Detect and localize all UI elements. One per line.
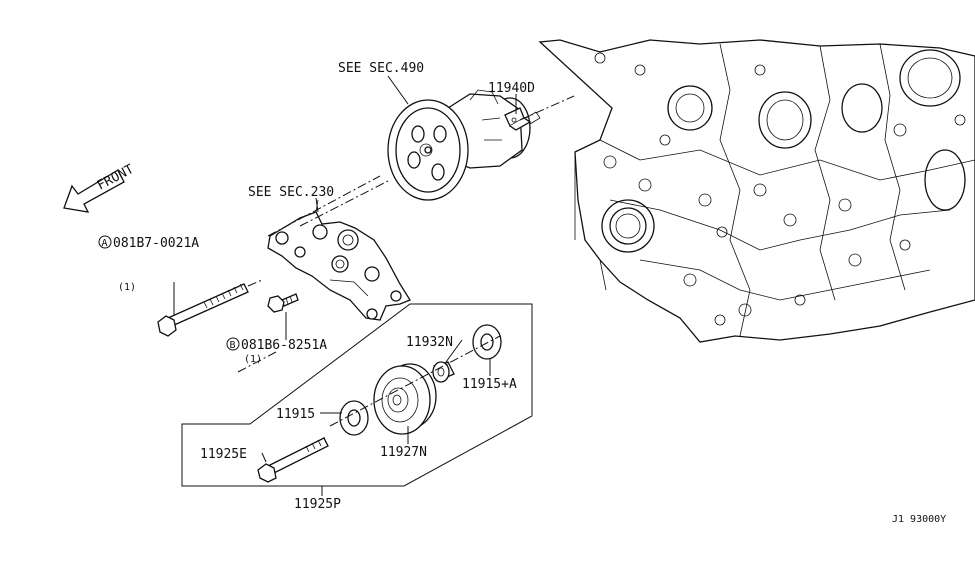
bolt-b-quantity: (1) [244,354,262,365]
bolt-b-mark: B [230,340,236,351]
part-11932n-label: 11932N [406,335,453,350]
engine-block [538,39,975,343]
part-11915a-label: 11915+A [462,377,517,392]
spacer-11932n [432,361,455,383]
part-11940d-label: 11940D [488,81,535,96]
bolt-b-callout: B 081B6-8251A (1) [226,337,327,365]
diagram-code: J1 93000Y [892,514,946,525]
bolt-a-callout: A 081B7-0021A (1) [98,235,199,293]
part-11927n-label: 11927N [380,445,427,460]
bolt-a [157,283,249,337]
part-11915-label: 11915 [276,407,315,422]
bolt-11925e [257,436,329,483]
bolt-a-quantity: (1) [118,282,136,293]
idler-kit-outline [181,303,533,487]
part-11925e-label: 11925E [200,447,247,462]
bolt-b-marker [226,337,240,351]
center-lines [237,95,575,427]
see-sec-490-label: SEE SEC.490 [338,61,424,76]
bolt-b-part-number: 081B6-8251A [241,338,327,353]
idler-pulley-11927n [373,363,437,435]
part-11925p-label: 11925P [294,497,341,512]
front-label: FRONT [95,162,137,194]
idler-bracket [267,199,411,321]
washer-11915 [339,400,369,436]
front-direction-arrow: FRONT [63,162,137,213]
bolt-a-marker [98,235,112,249]
leader-lines [173,75,517,496]
see-sec-230-label: SEE SEC.230 [248,185,334,200]
bolt-b [267,293,299,313]
power-steering-pump [387,89,531,201]
pump-bracket-11940d [504,107,541,131]
bolt-a-mark: A [102,238,108,249]
washer-11915a [472,324,502,360]
bolt-a-part-number: 081B7-0021A [113,236,199,251]
